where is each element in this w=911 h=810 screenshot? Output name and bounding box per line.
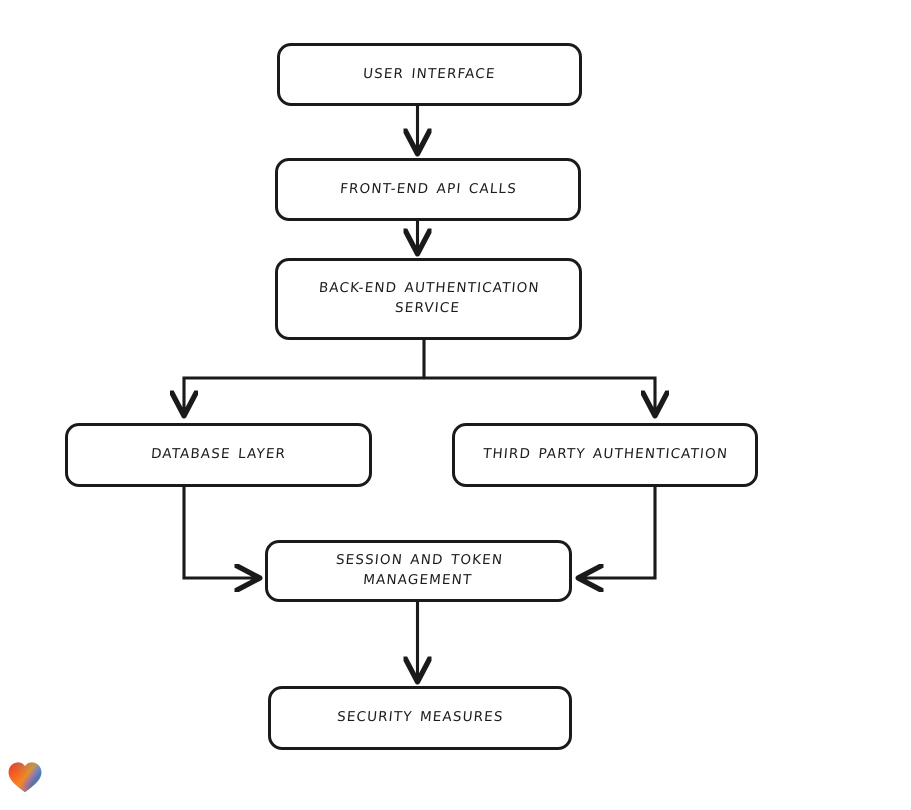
node-third-party-authentication[interactable]: Third Party Authentication [452,423,758,487]
node-back-end-auth-service[interactable]: Back-End Authentication Service [275,258,582,340]
connector-third-party-to-session [580,485,657,578]
heart-icon [8,762,42,793]
node-user-interface[interactable]: User Interface [277,43,582,106]
node-label-third-party-authentication: Third Party Authentication [481,446,729,463]
node-label-session-and-token-management: Session and Token Management [335,552,504,588]
node-label-back-end-auth-service: Back-End Authentication Service [318,280,541,316]
node-database-layer[interactable]: Database Layer [65,423,372,487]
connector-backend-to-database [184,376,426,414]
node-label-security-measures: Security Measures [336,709,504,726]
node-front-end-api-calls[interactable]: Front-End API Calls [275,158,581,221]
node-label-database-layer: Database Layer [150,446,287,463]
node-security-measures[interactable]: Security Measures [268,686,572,750]
connector-backend-to-third-party [422,376,655,414]
node-session-and-token-management[interactable]: Session and Token Management [265,540,572,602]
node-label-user-interface: User Interface [362,65,497,82]
connector-database-to-session [182,485,258,578]
node-label-front-end-api-calls: Front-End API Calls [338,180,518,197]
